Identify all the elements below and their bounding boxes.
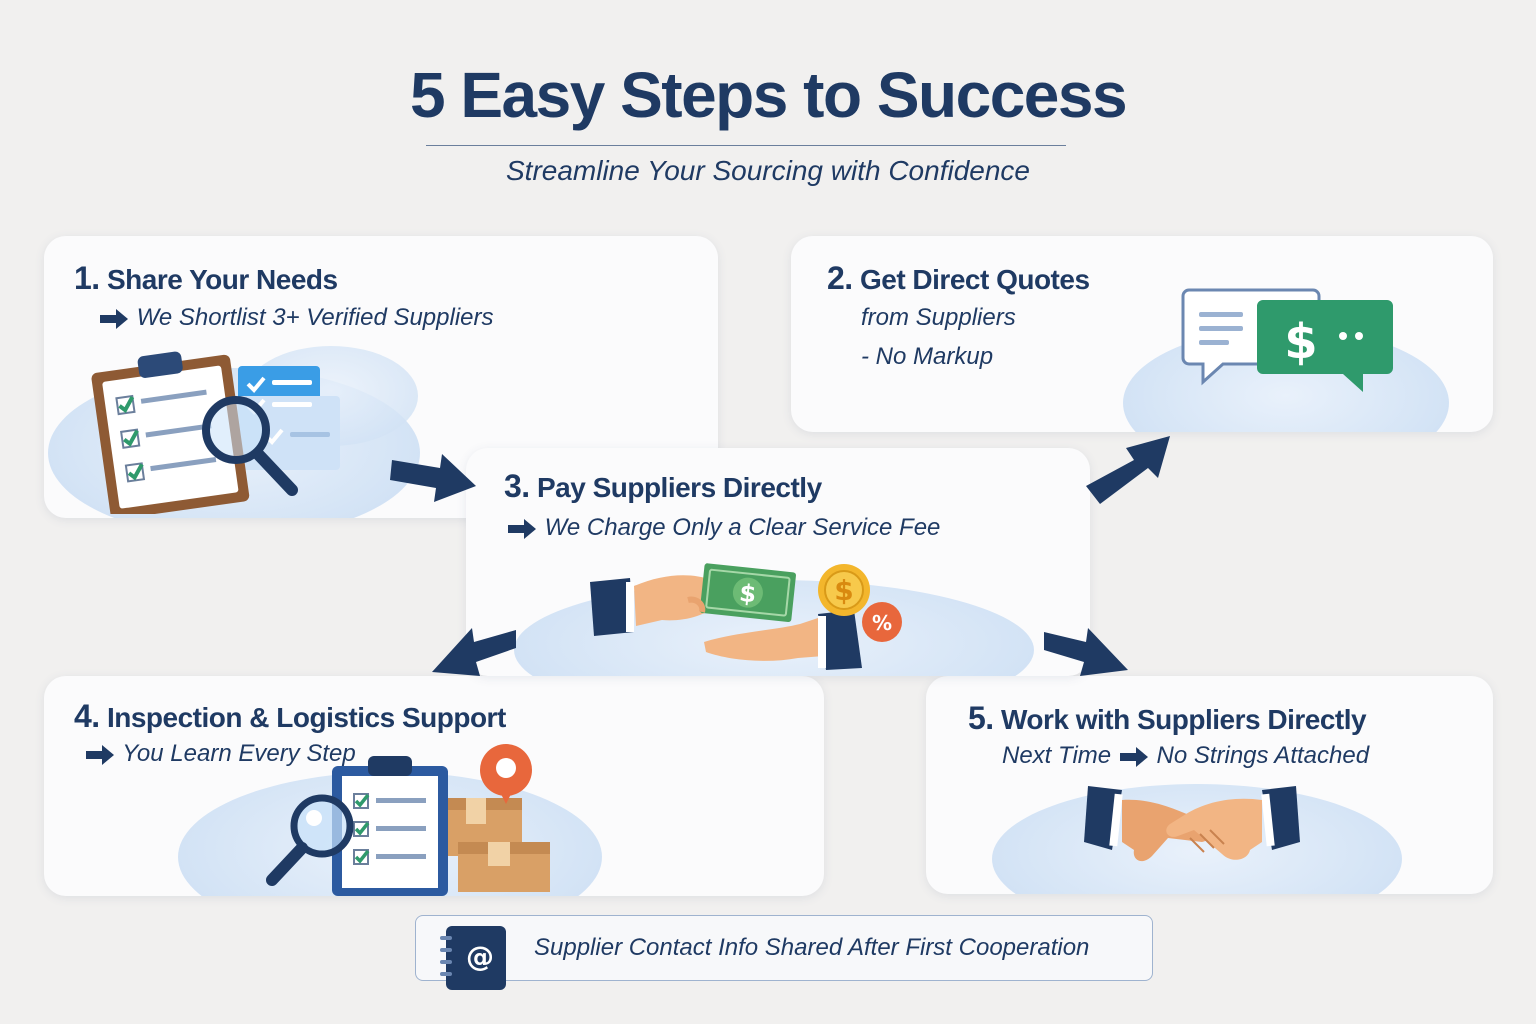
arrow-right-icon	[86, 744, 114, 765]
footer-note: @ Supplier Contact Info Shared After Fir…	[415, 915, 1153, 990]
page-subtitle: Streamline Your Sourcing with Confidence	[505, 155, 1030, 186]
step-2-detail-line-2: - No Markup	[861, 343, 994, 370]
flow-arrow-step3-to-step5	[1044, 628, 1128, 676]
arrow-right-icon	[1119, 746, 1148, 767]
step-3-detail: We Charge Only a Clear Service Fee	[506, 514, 940, 542]
step-4-detail: You Learn Every Step	[84, 740, 356, 768]
clipboard-checklist-search-icon	[91, 351, 340, 514]
flow-arrow-step3-to-step2	[1086, 436, 1170, 504]
svg-text:$: $	[834, 574, 853, 607]
page-title: 5 Easy Steps to Success	[409, 59, 1128, 131]
svg-text:@: @	[466, 940, 494, 973]
step-5-detail: Next Time No Strings Attached	[1002, 742, 1370, 769]
address-book-at-icon: @	[440, 926, 506, 990]
step-1-detail: We Shortlist 3+ Verified Suppliers	[98, 304, 494, 332]
arrow-right-icon	[508, 518, 536, 539]
step-3-card: 3. Pay Suppliers Directly We Charge Only…	[466, 448, 1090, 676]
arrow-right-icon	[100, 308, 128, 329]
step-2-title: 2. Get Direct Quotes	[827, 260, 1090, 296]
step-1-title: 1. Share Your Needs	[74, 260, 338, 296]
step-4-title: 4. Inspection & Logistics Support	[74, 698, 506, 734]
title-divider	[426, 145, 1066, 146]
step-5-title: 5. Work with Suppliers Directly	[968, 700, 1367, 736]
step-5-card: 5. Work with Suppliers Directly Next Tim…	[926, 676, 1493, 894]
svg-text:$: $	[1284, 314, 1317, 370]
flow-arrow-step1-to-step3	[390, 454, 476, 502]
footer-text: Supplier Contact Info Shared After First…	[534, 934, 1090, 961]
flow-arrow-step3-to-step4	[432, 628, 516, 676]
svg-text:$: $	[738, 579, 758, 609]
payment-hands-icon: $ $ %	[590, 563, 902, 670]
svg-text:%: %	[872, 611, 892, 635]
step-2-card: 2. Get Direct Quotes from Suppliers - No…	[791, 236, 1493, 432]
step-1-card: 1. Share Your Needs We Shortlist 3+ Veri…	[44, 236, 718, 518]
handshake-icon	[1084, 786, 1300, 862]
step-2-detail-line-1: from Suppliers	[861, 304, 1016, 331]
chat-quote-dollar-icon: $	[1181, 288, 1393, 392]
step-4-card: 4. Inspection & Logistics Support You Le…	[44, 676, 824, 896]
step-3-title: 3. Pay Suppliers Directly	[504, 468, 822, 504]
inspection-boxes-location-icon	[266, 744, 550, 896]
